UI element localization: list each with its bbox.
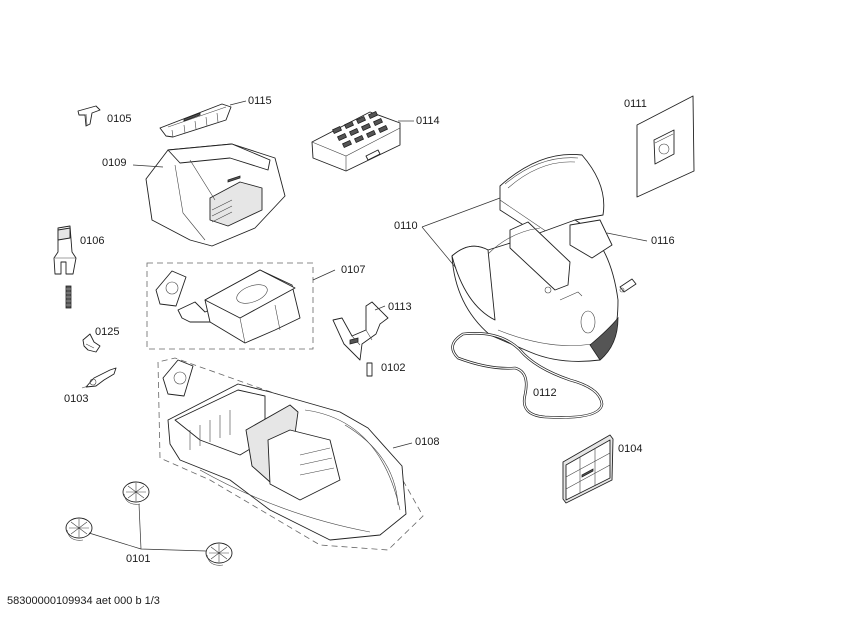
- leader-0109: [132, 164, 164, 168]
- label-0116: 0116: [651, 235, 675, 247]
- part-0108-base-housing[interactable]: [162, 359, 407, 541]
- label-0114: 0114: [416, 115, 440, 127]
- label-0115: 0115: [248, 95, 272, 107]
- part-0107-motor-housing[interactable]: [155, 269, 301, 344]
- label-0103: 0103: [64, 393, 89, 405]
- label-0109: 0109: [102, 157, 127, 169]
- part-0111-dust-bag[interactable]: [636, 95, 695, 198]
- label-0102: 0102: [381, 362, 406, 374]
- group-box-0108: [157, 357, 424, 551]
- part-0115-top-grille-cover[interactable]: [159, 103, 232, 138]
- label-0107: 0107: [341, 264, 366, 276]
- leader-0101: [88, 503, 207, 552]
- part-0105-clip[interactable]: [77, 105, 101, 127]
- leader-0115: [229, 100, 247, 106]
- part-0106-spring[interactable]: [65, 285, 72, 309]
- part-0106-spring-pin[interactable]: [53, 225, 77, 275]
- part-0125-hook[interactable]: [82, 333, 101, 353]
- leader-0107: [312, 269, 336, 281]
- leader-0108: [392, 442, 413, 449]
- seal-cord-highlight: [452, 332, 603, 419]
- part-0102-small-plate[interactable]: [366, 362, 373, 377]
- label-0112: 0112: [533, 387, 557, 399]
- part-0104-motor-filter-grid[interactable]: [562, 434, 614, 504]
- label-0105: 0105: [107, 113, 132, 125]
- leader-0113: [374, 305, 386, 311]
- leader-0116: [606, 232, 648, 242]
- drawing-code: 58300000109934 aet 000 b 1/3: [7, 595, 160, 607]
- part-0101-castor-wheel[interactable]: [122, 481, 150, 505]
- label-0101: 0101: [126, 553, 151, 565]
- group-box-0107: [146, 262, 314, 350]
- label-0104: 0104: [618, 443, 643, 455]
- label-0110: 0110: [394, 220, 418, 232]
- part-0114-exhaust-filter[interactable]: [311, 110, 401, 172]
- label-0108: 0108: [415, 436, 440, 448]
- part-0116-hinge-pin[interactable]: [619, 278, 637, 293]
- part-0110-body[interactable]: [451, 219, 619, 362]
- part-0109-upper-housing[interactable]: [145, 143, 286, 247]
- part-0103-cable-clip[interactable]: [81, 367, 117, 389]
- part-0113-bracket[interactable]: [332, 301, 389, 361]
- label-0111: 0111: [624, 98, 647, 110]
- label-0113: 0113: [388, 301, 412, 313]
- leader-0110: [421, 197, 501, 269]
- label-0106: 0106: [80, 235, 105, 247]
- part-0101-castor-wheel[interactable]: [205, 542, 233, 566]
- part-0101-castor-wheel[interactable]: [65, 517, 93, 541]
- label-0125: 0125: [95, 326, 120, 338]
